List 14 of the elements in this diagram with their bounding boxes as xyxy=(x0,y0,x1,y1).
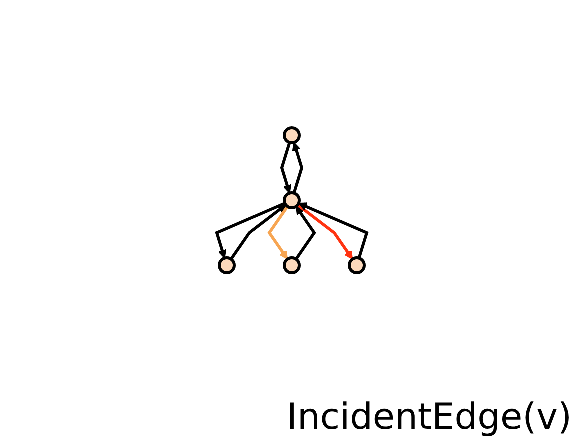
node-circle xyxy=(348,256,366,274)
arrow xyxy=(297,203,354,260)
arrow xyxy=(280,142,292,194)
arrow xyxy=(292,142,304,194)
label-text: IncidentEdge(v) xyxy=(286,397,572,438)
node-circle xyxy=(218,256,236,274)
arrow xyxy=(215,202,286,258)
node-circle xyxy=(283,191,301,209)
node-circle xyxy=(283,126,301,144)
arrow xyxy=(230,204,286,260)
arrow xyxy=(298,202,369,258)
arrow xyxy=(295,206,316,260)
arrow xyxy=(268,205,289,260)
node-circle xyxy=(283,256,301,274)
